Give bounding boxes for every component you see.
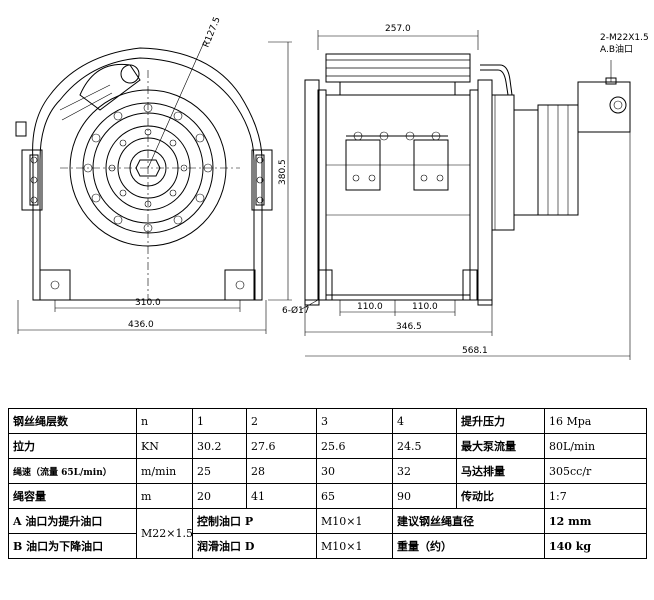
cell: 28 xyxy=(246,458,317,484)
table-row: 钢丝绳层数 n 1 2 3 4 提升压力 16 Mpa xyxy=(8,408,647,434)
cell: 绳容量 xyxy=(8,483,137,509)
cell: m/min xyxy=(136,458,193,484)
spec-table: 钢丝绳层数 n 1 2 3 4 提升压力 16 Mpa 拉力 KN 30.2 2… xyxy=(8,408,647,559)
cell: KN xyxy=(136,433,193,459)
cell: 16 Mpa xyxy=(544,408,647,434)
brake-band-hatch xyxy=(326,59,470,77)
cell: 提升压力 xyxy=(456,408,545,434)
cell: 润滑油口 D xyxy=(192,533,317,559)
cell: 41 xyxy=(246,483,317,509)
dim-width-568: 568.1 xyxy=(462,346,488,356)
cell: n xyxy=(136,408,193,434)
cell: 30 xyxy=(316,458,393,484)
cell: M10×1 xyxy=(316,533,393,559)
table-row: 绳容量 m 20 41 65 90 传动比 1:7 xyxy=(8,483,647,509)
cell: 25 xyxy=(192,458,247,484)
cell: 钢丝绳层数 xyxy=(8,408,137,434)
dim-holes: 6-Ø17 xyxy=(282,305,310,316)
cell: 90 xyxy=(392,483,457,509)
cell: 305cc/r xyxy=(544,458,647,484)
cell: 4 xyxy=(392,408,457,434)
cell: 140 kg xyxy=(544,533,647,559)
dim-width-346: 346.5 xyxy=(396,322,422,332)
dim-radius: R127.5 xyxy=(202,16,223,49)
cell: 拉力 xyxy=(8,433,137,459)
cell: m xyxy=(136,483,193,509)
cell: 绳速（流量 65L/min） xyxy=(8,458,137,484)
cell: 马达排量 xyxy=(456,458,545,484)
cell: 30.2 xyxy=(192,433,247,459)
cell: A 油口为提升油口 xyxy=(8,508,137,534)
cell: 3 xyxy=(316,408,393,434)
cell: 24.5 xyxy=(392,433,457,459)
dim-base-310: 310.0 xyxy=(135,298,161,308)
cell: M10×1 xyxy=(316,508,393,534)
port-thread: 2-M22X1.5 xyxy=(600,33,649,43)
cell: 控制油口 P xyxy=(192,508,317,534)
cell: 65 xyxy=(316,483,393,509)
winch-drawing: R127.5 310.0 436.0 380.5 257.0 xyxy=(15,16,649,360)
cell: 32 xyxy=(392,458,457,484)
dim-width-436: 436.0 xyxy=(128,320,154,330)
cell: 1:7 xyxy=(544,483,647,509)
dim-spacing-b: 110.0 xyxy=(412,302,438,312)
port-label: A.B油口 xyxy=(600,43,633,55)
cell: 12 mm xyxy=(544,508,647,534)
side-view: 257.0 xyxy=(282,24,649,360)
cell: B 油口为下降油口 xyxy=(8,533,137,559)
table-row: 拉力 KN 30.2 27.6 25.6 24.5 最大泵流量 80L/min xyxy=(8,433,647,459)
cell: 重量（约） xyxy=(392,533,545,559)
cell: 27.6 xyxy=(246,433,317,459)
dim-spacing-a: 110.0 xyxy=(357,302,383,312)
table-row: A 油口为提升油口 M22×1.5 控制油口 P M10×1 建议钢丝绳直径 1… xyxy=(8,508,647,559)
cell: 最大泵流量 xyxy=(456,433,545,459)
cell: 25.6 xyxy=(316,433,393,459)
cell: 传动比 xyxy=(456,483,545,509)
cell: 20 xyxy=(192,483,247,509)
cell: 建议钢丝绳直径 xyxy=(392,508,545,534)
table-row: B 油口为下降油口 润滑油口 D M10×1 重量（约） 140 kg xyxy=(8,533,647,559)
front-view: R127.5 310.0 436.0 380.5 xyxy=(15,16,292,334)
table-row: 绳速（流量 65L/min） m/min 25 28 30 32 马达排量 30… xyxy=(8,458,647,484)
cell: 1 xyxy=(192,408,247,434)
cell: 2 xyxy=(246,408,317,434)
cell: M22×1.5 xyxy=(136,508,193,559)
dim-width-257: 257.0 xyxy=(385,24,411,34)
cell: 80L/min xyxy=(544,433,647,459)
dim-height-380: 380.5 xyxy=(278,159,288,185)
